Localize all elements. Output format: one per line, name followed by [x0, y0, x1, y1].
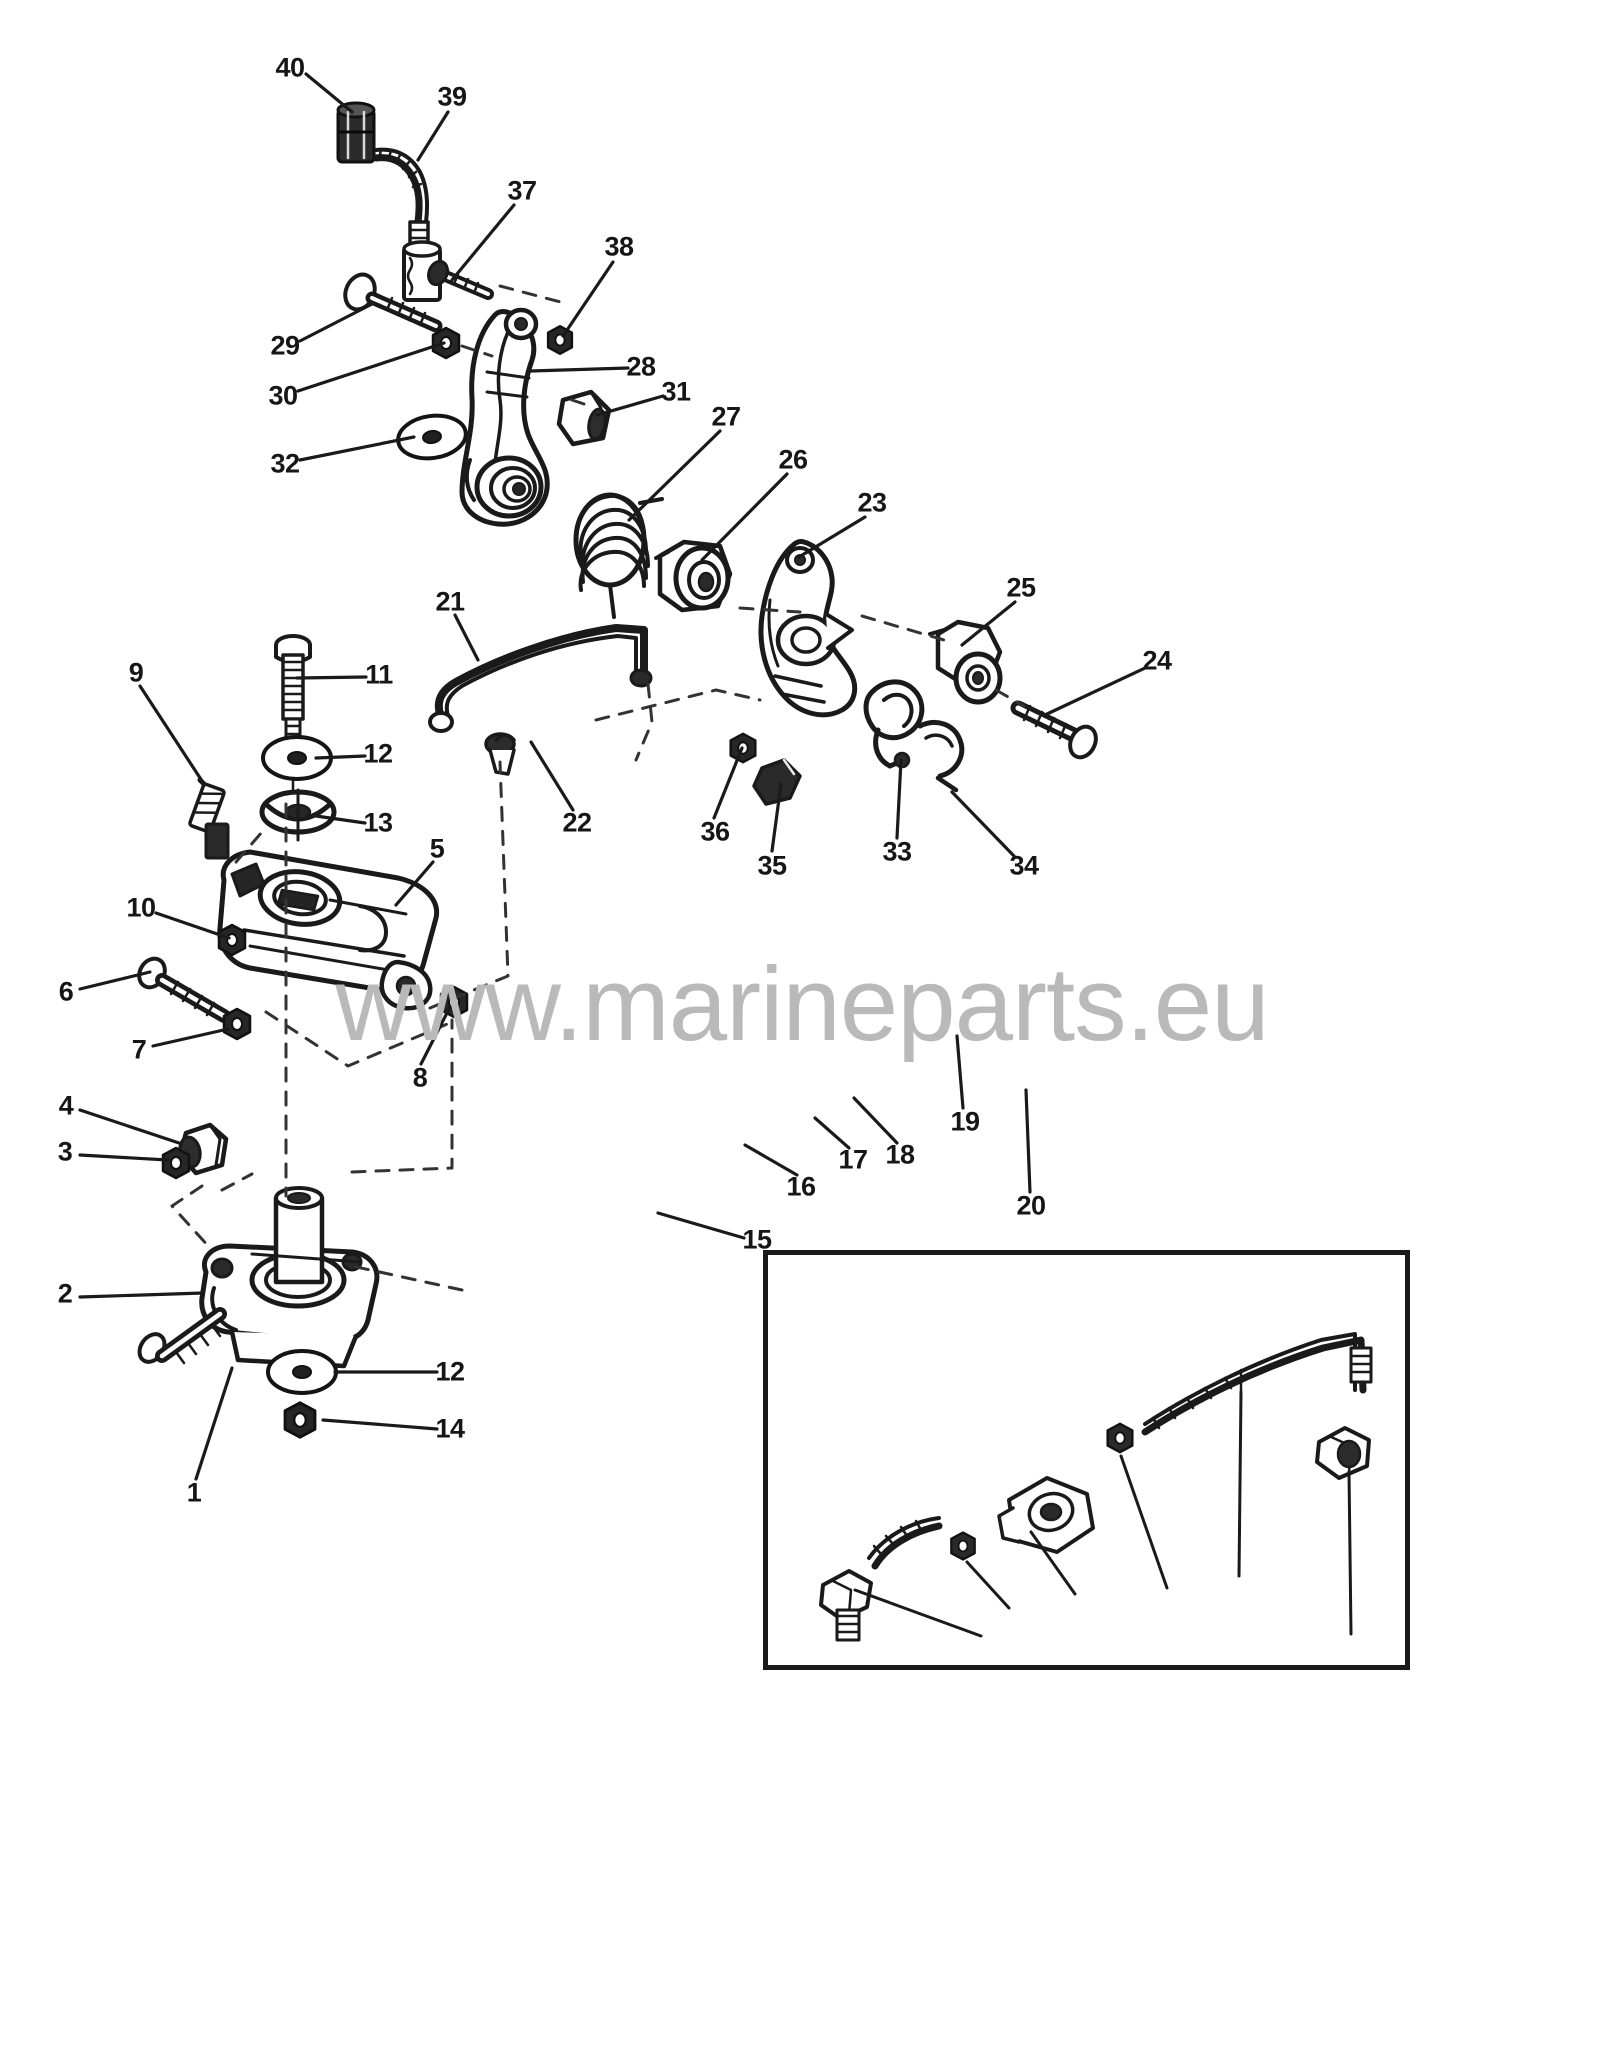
- part-21-link-rod: [428, 624, 653, 733]
- callout-40: 40: [275, 52, 305, 83]
- part-28-lever: [459, 307, 550, 527]
- part-18-nut: [1106, 1422, 1134, 1454]
- callout-30: 30: [268, 380, 298, 411]
- part-15-fitting: [819, 1569, 873, 1642]
- part-17-coupling: [997, 1476, 1095, 1554]
- part-29-bolt: [343, 272, 443, 333]
- callout-26: 26: [778, 444, 808, 475]
- callout-29: 29: [270, 330, 300, 361]
- callout-21: 21: [435, 586, 465, 617]
- callout-19: 19: [950, 1106, 980, 1137]
- part-16-nut: [950, 1531, 976, 1561]
- callout-22: 22: [562, 807, 592, 838]
- callout-10: 10: [126, 892, 156, 923]
- callout-37: 37: [507, 175, 537, 206]
- callout-3: 3: [57, 1136, 73, 1167]
- callout-15: 15: [742, 1224, 772, 1255]
- callout-1: 1: [186, 1477, 202, 1508]
- part-13-lockwasher: [259, 788, 337, 842]
- part-22-pin: [484, 732, 516, 776]
- callout-9: 9: [128, 657, 144, 688]
- callout-20: 20: [1016, 1190, 1046, 1221]
- part-10-nut: [217, 923, 247, 957]
- part-26-bushing: [654, 539, 733, 613]
- callout-32: 32: [270, 448, 300, 479]
- part-9-stud: [188, 777, 230, 860]
- callout-16: 16: [786, 1171, 816, 1202]
- part-14-nut: [283, 1401, 317, 1439]
- part-3-nut: [161, 1146, 191, 1180]
- part-20-fitting: [1315, 1426, 1371, 1480]
- part-27-spring: [573, 492, 664, 619]
- part-2-bolt: [137, 1307, 227, 1365]
- part-24-bolt: [1010, 700, 1098, 760]
- callout-36: 36: [700, 816, 730, 847]
- callout-8: 8: [412, 1062, 428, 1093]
- part-37-barrel: [402, 240, 494, 302]
- callout-23: 23: [857, 487, 887, 518]
- callout-35: 35: [757, 850, 787, 881]
- part-5-upper-bracket: [217, 849, 440, 1011]
- part-35-spacer: [752, 758, 802, 806]
- callout-7: 7: [131, 1034, 147, 1065]
- part-38-nut: [546, 325, 574, 355]
- part-36-nut: [729, 732, 757, 764]
- callout-24: 24: [1142, 645, 1172, 676]
- callout-6: 6: [58, 976, 74, 1007]
- callout-12: 12: [363, 738, 393, 769]
- part-23-cam: [758, 539, 858, 718]
- part-1-lower-bracket: [199, 1186, 380, 1369]
- callout-11: 11: [365, 659, 393, 690]
- callout-34: 34: [1009, 850, 1039, 881]
- part-34-hook: [917, 720, 965, 793]
- part-12-washer-bottom: [266, 1349, 338, 1395]
- part-7-nut: [222, 1007, 252, 1041]
- inset-detail-contents: [819, 1332, 1373, 1642]
- inset-detail-box: [763, 1250, 1410, 1670]
- callout-39: 39: [437, 81, 467, 112]
- callout-2: 2: [57, 1278, 73, 1309]
- callout-14: 14: [435, 1413, 465, 1444]
- part-12-washer: [261, 735, 333, 781]
- callout-12: 12: [435, 1356, 465, 1387]
- part-19-hose: [867, 1332, 1373, 1570]
- part-32-washer: [393, 409, 471, 465]
- callout-5: 5: [429, 833, 445, 864]
- callout-27: 27: [711, 401, 741, 432]
- part-6-bolt: [137, 956, 231, 1023]
- callout-28: 28: [626, 351, 656, 382]
- callout-38: 38: [604, 231, 634, 262]
- callout-17: 17: [838, 1144, 868, 1175]
- callout-4: 4: [58, 1090, 74, 1121]
- callout-18: 18: [885, 1139, 915, 1170]
- callout-31: 31: [661, 376, 691, 407]
- part-31-bushing: [556, 389, 612, 447]
- part-8-nut: [439, 985, 469, 1019]
- part-33-clip: [863, 679, 925, 769]
- assembly-guides: [170, 284, 1026, 1292]
- part-25-bushing: [928, 619, 1003, 705]
- part-40-fitting: [336, 101, 376, 164]
- callout-25: 25: [1006, 572, 1036, 603]
- callout-13: 13: [363, 807, 393, 838]
- part-30-nut: [431, 326, 461, 360]
- callout-33: 33: [882, 836, 912, 867]
